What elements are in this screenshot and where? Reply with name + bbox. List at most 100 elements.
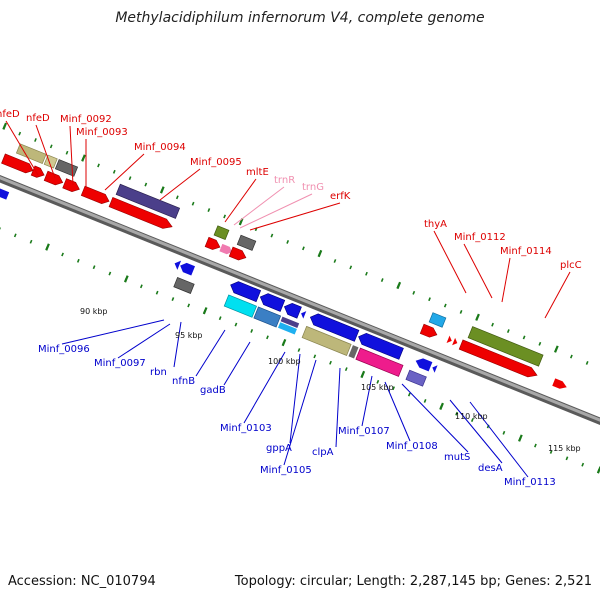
gene-arrow-minf-0094[interactable] (80, 185, 111, 206)
gene-label[interactable]: trnR (274, 175, 295, 186)
gene-block-erfk[interactable] (236, 234, 257, 251)
callout-line (501, 257, 511, 303)
tick-mark (266, 335, 269, 340)
tick-mark (486, 424, 490, 429)
gene-label[interactable]: gadB (200, 385, 226, 396)
genome-summary-text: Topology: circular; Length: 2,287,145 bp… (234, 574, 592, 589)
gene-label[interactable]: rbn (150, 367, 167, 378)
gene-arrow-nfed-a[interactable] (1, 153, 35, 175)
gene-block-minf-0097[interactable] (173, 277, 195, 294)
gene-label[interactable]: desA (478, 463, 503, 474)
gene-arrow-mlte[interactable] (204, 236, 222, 252)
tick-mark-major (554, 345, 559, 353)
gene-label[interactable]: Minf_0094 (134, 142, 186, 153)
gene-label[interactable]: Minf_0113 (504, 477, 556, 488)
gene-block-plcc[interactable] (467, 326, 544, 367)
gene-arrow-plcc[interactable] (458, 339, 539, 380)
tick-mark (65, 150, 69, 155)
gene-block-desa[interactable] (405, 369, 427, 387)
gene-arrow-minf-0112[interactable] (446, 335, 454, 345)
gene-arrow-gadb[interactable] (258, 291, 286, 312)
gene-label[interactable]: Minf_0114 (500, 246, 552, 257)
gene-label[interactable]: Minf_0096 (38, 344, 90, 355)
callout-line (159, 168, 201, 201)
gene-arrow-minf-0095[interactable] (108, 197, 174, 231)
tick-mark (187, 303, 191, 308)
gene-arrow-minf-0112b[interactable] (452, 337, 459, 347)
callout-line (449, 399, 503, 464)
tick-mark (128, 176, 132, 181)
gene-arrow-minf-0092[interactable] (43, 170, 64, 187)
tick-mark (13, 233, 17, 238)
gene-block-clpa[interactable] (301, 325, 352, 356)
gene-arrow-minf-0096b[interactable] (178, 261, 196, 276)
gene-arrow-gppa-s[interactable] (300, 310, 307, 319)
gene-label[interactable]: erfK (330, 191, 351, 202)
tick-mark (218, 316, 222, 321)
gene-label[interactable]: thyA (424, 219, 447, 230)
gene-block-minf-0103[interactable] (253, 306, 282, 328)
gene-label[interactable]: Minf_0112 (454, 232, 506, 243)
gene-label[interactable]: trnG (302, 182, 324, 193)
callout-line (433, 230, 467, 294)
gene-label[interactable]: mltE (246, 167, 269, 178)
gene-arrow-next[interactable] (552, 378, 568, 391)
gene-label[interactable]: plcC (560, 260, 582, 271)
gene-label[interactable]: Minf_0107 (338, 426, 390, 437)
gene-arrow-trng[interactable] (223, 245, 233, 255)
gene-arrow-left-edge[interactable] (0, 185, 10, 200)
tick-mark (313, 354, 317, 359)
tick-mark (92, 265, 96, 270)
gene-block-thya[interactable] (428, 312, 447, 328)
gene-arrow-minf-0093[interactable] (62, 178, 82, 194)
gene-label[interactable]: mutS (444, 452, 470, 463)
callout-line (401, 383, 469, 453)
gene-arrow-minf-0096[interactable] (173, 259, 182, 270)
gene-label[interactable]: Minf_0097 (94, 358, 146, 369)
gene-label[interactable]: Minf_0105 (260, 465, 312, 476)
gene-block-gadb[interactable] (223, 294, 257, 318)
gene-arrow-clpa[interactable] (308, 312, 360, 342)
gene-block-mlte[interactable] (213, 225, 230, 241)
tick-mark (565, 456, 569, 461)
tick-mark (76, 258, 80, 263)
gene-label[interactable]: Minf_0093 (76, 127, 128, 138)
tick-mark-major (360, 370, 366, 379)
gene-arrow-muts[interactable] (414, 356, 433, 372)
gene-block-nfed-1[interactable] (15, 143, 47, 165)
tick-mark (171, 297, 175, 301)
tick-mark (250, 328, 254, 333)
tick-mark (428, 297, 431, 302)
gene-label[interactable]: clpA (312, 447, 334, 458)
gene-label[interactable]: Minf_0095 (190, 157, 242, 168)
forward-gene-labels: nfeD nfeD Minf_0092Minf_0093Minf_0094Minf_… (0, 109, 582, 319)
gene-arrow-erfk[interactable] (228, 246, 248, 262)
gene-label[interactable]: Minf_0092 (60, 114, 112, 125)
gene-label[interactable]: nfeD (26, 113, 50, 124)
gene-block-gppa-a[interactable] (280, 316, 300, 329)
gene-arrow-thya[interactable] (419, 323, 439, 339)
gene-block-minf-0094[interactable] (115, 183, 181, 219)
tick-mark (392, 386, 395, 391)
tick-mark (581, 462, 585, 467)
tick-mark (270, 233, 274, 238)
genome-backbone-highlight (0, 162, 600, 451)
gene-arrow-minf-0107[interactable] (356, 331, 404, 360)
tick-mark (423, 399, 427, 403)
gene-block-minf-0107[interactable] (348, 345, 359, 359)
tick-mark (175, 195, 179, 200)
callout-line (173, 321, 182, 368)
gene-arrow-nfnb[interactable] (228, 279, 262, 303)
gene-label[interactable]: nfnB (172, 376, 195, 387)
gene-arrow-minf-0103[interactable] (282, 301, 302, 319)
gene-block-minf-0108[interactable] (355, 347, 404, 377)
gene-arrow-desa[interactable] (431, 364, 438, 373)
gene-label[interactable]: Minf_0103 (220, 423, 272, 434)
gene-label[interactable]: Minf_0108 (386, 441, 438, 452)
gene-label[interactable]: nfeD (0, 109, 20, 120)
gene-label[interactable]: gppA (266, 443, 292, 454)
gene-block-gppa-b[interactable] (277, 322, 297, 335)
callout-line (239, 193, 313, 229)
gene-block-minf-0092[interactable] (54, 159, 79, 177)
tick-mark (29, 239, 33, 244)
